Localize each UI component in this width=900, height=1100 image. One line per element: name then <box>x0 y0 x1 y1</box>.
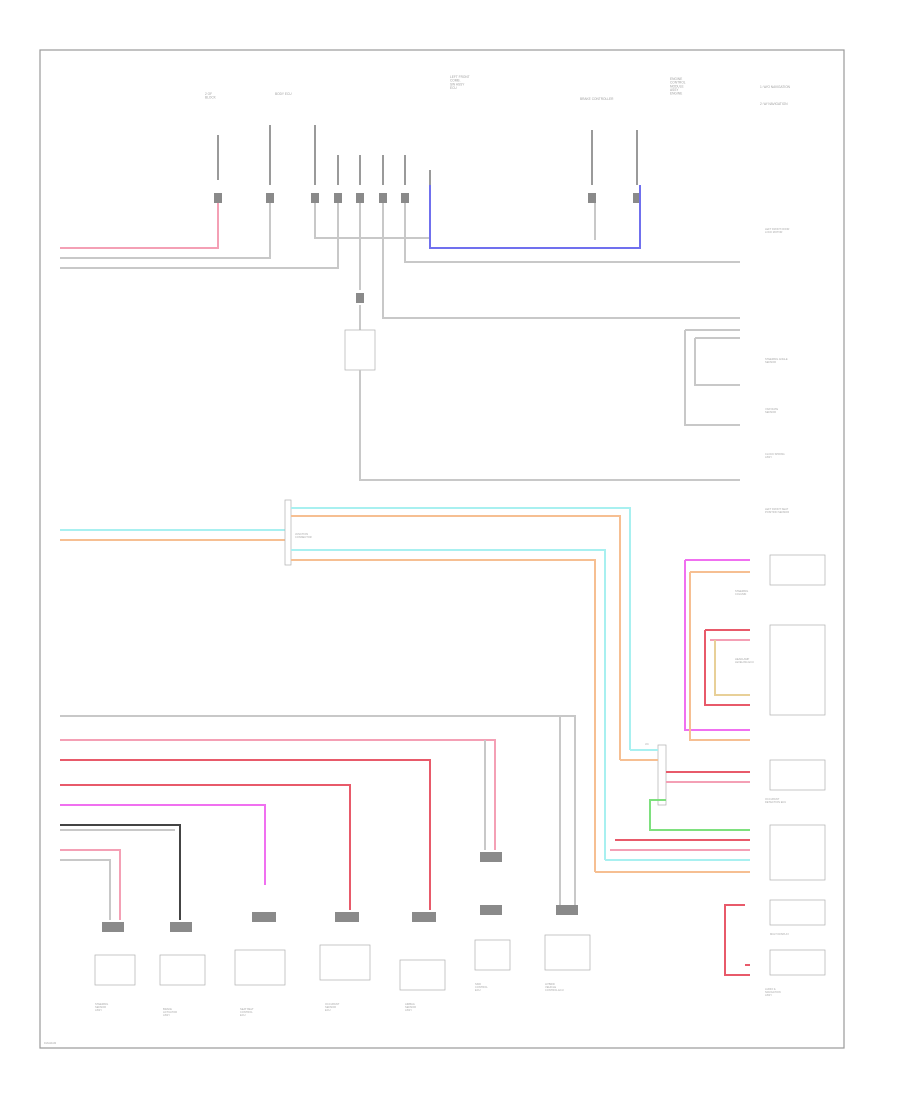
junction-label: BODY ECU <box>275 92 292 96</box>
legend-item-2: 2: W/ NAVIGATION <box>760 102 788 106</box>
comp-multi-display: MULTI DISPLAY <box>770 932 789 936</box>
page-code: DIAGRAM <box>44 1041 56 1045</box>
top-wires <box>60 185 740 481</box>
legend-item-1: 1: W/O NAVIGATION <box>760 85 791 89</box>
diagram-frame <box>39 49 845 1049</box>
bottom-connectors <box>94 852 591 991</box>
brake-label: BRAKE CONTROLLER <box>580 97 614 101</box>
top-connectors <box>214 125 641 203</box>
center-joint-label: J/C <box>645 742 649 746</box>
bottom-wires <box>60 715 576 920</box>
